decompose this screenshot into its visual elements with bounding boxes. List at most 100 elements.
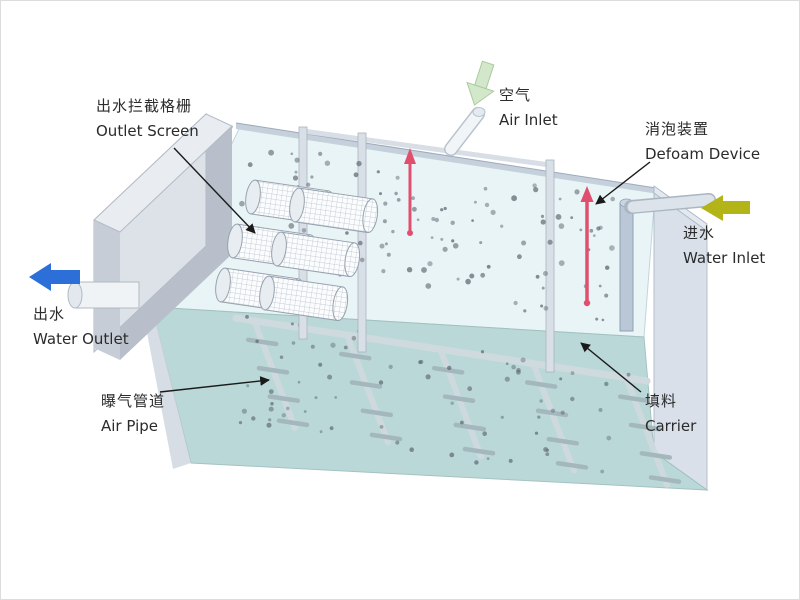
air-diffuser-branch bbox=[617, 394, 651, 404]
carrier-dot bbox=[486, 457, 490, 460]
carrier-dot bbox=[359, 257, 365, 263]
carrier-dot bbox=[540, 214, 545, 218]
carrier-dot bbox=[356, 160, 362, 167]
air-inlet-pipe bbox=[444, 107, 486, 156]
carrier-dot bbox=[570, 396, 575, 402]
carrier-dot bbox=[379, 425, 384, 429]
carrier-dot bbox=[281, 413, 286, 418]
carrier-dot bbox=[268, 149, 274, 156]
carrier-dot bbox=[421, 267, 427, 273]
leader-outlet-screen bbox=[173, 147, 256, 234]
carrier-dot bbox=[416, 218, 420, 221]
carrier-dot bbox=[330, 342, 336, 348]
carrier-dot bbox=[490, 209, 496, 215]
carrier-dot bbox=[598, 284, 602, 288]
inlet-piping bbox=[619, 193, 716, 332]
carrier-dot bbox=[508, 458, 513, 463]
carrier-dot bbox=[545, 448, 550, 452]
carrier-dot bbox=[297, 380, 301, 384]
air-pipe-body bbox=[445, 108, 484, 155]
carrier-dot bbox=[270, 402, 274, 406]
label-outlet-screen-en: Outlet Screen bbox=[96, 122, 199, 140]
carrier-dot bbox=[427, 261, 433, 267]
carrier-dot bbox=[456, 277, 460, 281]
carrier-dot bbox=[469, 273, 475, 279]
air-diffuser-branch bbox=[349, 380, 383, 389]
carrier-dot bbox=[467, 386, 473, 392]
carrier-dot bbox=[303, 410, 307, 413]
label-water-outlet-zh: 出水 bbox=[33, 305, 66, 323]
outlet-screen-cylinder bbox=[259, 275, 349, 322]
carrier-dot bbox=[247, 162, 253, 168]
carrier-dot bbox=[294, 157, 300, 163]
carrier-dot bbox=[292, 175, 299, 181]
water-inlet-arrow bbox=[701, 195, 750, 221]
carrier-dot bbox=[626, 372, 631, 377]
carrier-dot bbox=[268, 389, 274, 394]
inlet-pipe bbox=[627, 194, 715, 213]
carrier-dot bbox=[255, 339, 259, 343]
air-inlet-arrow bbox=[466, 60, 495, 106]
carrier-dot bbox=[513, 300, 518, 306]
carrier-dot bbox=[511, 364, 516, 370]
defoam-device-1 bbox=[404, 148, 416, 236]
outlet-pipe bbox=[67, 281, 140, 309]
carrier-dot bbox=[545, 452, 550, 457]
carrier-dot bbox=[484, 202, 490, 208]
label-air-pipe-zh: 曝气管道 bbox=[101, 392, 166, 410]
carrier-dot bbox=[425, 283, 432, 289]
carrier-dot bbox=[443, 206, 447, 211]
air-diffuser-branch bbox=[555, 461, 589, 470]
air-diffuser-branch bbox=[360, 408, 394, 418]
carrier-dot bbox=[482, 431, 488, 437]
label-defoam-device: 消泡装置 Defoam Device bbox=[645, 117, 760, 167]
frame-beam bbox=[302, 128, 551, 168]
carrier-dot bbox=[521, 240, 527, 246]
carrier-dot bbox=[500, 415, 504, 419]
carrier-dot bbox=[595, 317, 599, 321]
carrier-dot bbox=[310, 344, 315, 349]
carrier-dot bbox=[279, 355, 284, 359]
label-water-inlet: 进水 Water Inlet bbox=[683, 221, 765, 271]
compartment-top-rim bbox=[93, 113, 233, 233]
carrier-dot bbox=[517, 254, 522, 260]
air-diffuser-branch bbox=[338, 351, 372, 361]
carrier-dot bbox=[449, 452, 455, 458]
carrier-dot bbox=[378, 380, 384, 385]
carrier-dot bbox=[376, 170, 380, 174]
label-defoam-device-zh: 消泡装置 bbox=[645, 120, 710, 138]
carrier-dot bbox=[353, 172, 359, 178]
carrier-dot bbox=[452, 243, 459, 249]
carrier-dot bbox=[430, 236, 434, 240]
water-inlet-arrow-shaft bbox=[723, 201, 750, 214]
carrier-dot bbox=[383, 201, 388, 206]
carrier-dot bbox=[239, 200, 245, 207]
carrier-dot bbox=[351, 335, 357, 341]
outlet-pipe-body bbox=[74, 281, 140, 309]
carrier-dot bbox=[327, 374, 333, 380]
carrier-dot bbox=[610, 196, 615, 202]
carrier-dot bbox=[314, 396, 318, 400]
frame-post bbox=[545, 159, 555, 373]
carrier-dot bbox=[451, 239, 455, 243]
air-pipe-grid bbox=[232, 314, 682, 488]
label-water-inlet-en: Water Inlet bbox=[683, 249, 766, 267]
carrier-dot bbox=[306, 182, 311, 187]
carrier-dot bbox=[511, 195, 517, 202]
defoam-device-2 bbox=[580, 186, 594, 307]
water-outlet-arrow bbox=[29, 263, 80, 291]
carrier-dot bbox=[388, 364, 393, 369]
label-air-inlet-zh: 空气 bbox=[499, 86, 532, 104]
label-water-inlet-zh: 进水 bbox=[683, 224, 716, 242]
carrier-dot bbox=[394, 191, 398, 196]
carrier-dot bbox=[343, 345, 348, 350]
defoam-base bbox=[583, 299, 591, 307]
water-outlet-arrow-head bbox=[29, 263, 51, 291]
carrier-dot bbox=[396, 198, 401, 202]
air-diffuser-branch bbox=[369, 432, 403, 442]
carrier-dot bbox=[474, 200, 477, 204]
carrier-dot bbox=[288, 223, 295, 229]
carrier-dot bbox=[310, 175, 314, 179]
air-diffuser-branch bbox=[256, 365, 290, 375]
carrier-dot bbox=[460, 420, 464, 425]
